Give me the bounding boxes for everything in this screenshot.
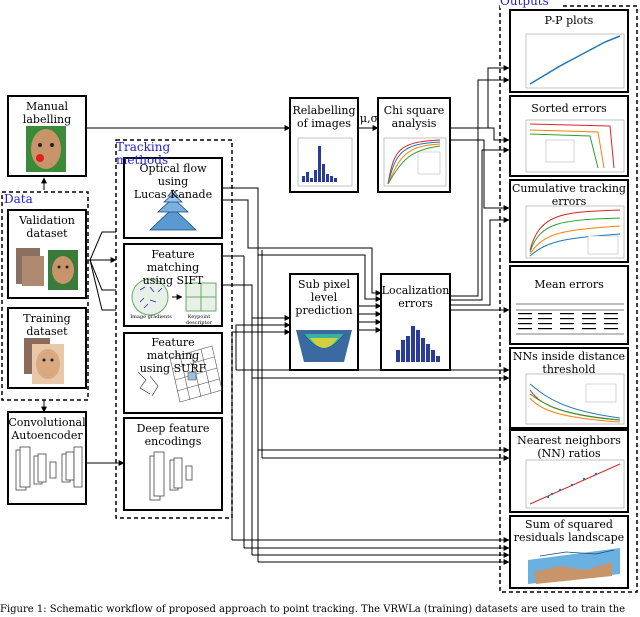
subpixel-line1: Sub pixel (298, 278, 350, 291)
sorted-errors-thumb (525, 119, 625, 173)
sift-sub-label-1: Image gradients (130, 314, 172, 320)
surf-line1: Feature matching (146, 336, 200, 362)
sift-line1: Feature matching (146, 248, 200, 274)
sift-label: Feature matching using SIFT (124, 248, 222, 287)
surf-line2: using SURF (139, 362, 207, 375)
ssr-line1: Sum of squared (525, 518, 613, 531)
deep-feature-line2: encodings (144, 435, 202, 448)
pp-plot-thumb (525, 33, 625, 89)
nn-threshold-thumb (525, 373, 625, 425)
ssr-landscape-thumb (528, 548, 620, 584)
mean-errors-box (509, 265, 629, 345)
training-line2: dataset (26, 325, 68, 338)
subpixel-label: Sub pixel level prediction (290, 278, 358, 317)
nn-ratio-thumb (525, 459, 625, 509)
validation-thumbnails (16, 248, 78, 290)
manual-line1: Manual (25, 100, 69, 113)
cumulative-thumb (525, 205, 625, 259)
validation-line1: Validation (19, 214, 75, 227)
chi-square-curves (383, 137, 447, 187)
cumulative-label: Cumulative tracking errors (510, 182, 628, 208)
face-thumbnail-manual (26, 126, 66, 172)
relabel-label: Relabelling of images (290, 104, 358, 130)
data-group-label: Data (4, 192, 33, 206)
nn-threshold-label: NNs inside distance threshold (510, 350, 628, 376)
data-group (1, 191, 89, 401)
subpixel-line3: prediction (295, 304, 353, 317)
deep-feature-line1: Deep feature (136, 422, 210, 435)
mean-errors-table (516, 303, 624, 335)
subpixel-line2: level (310, 291, 338, 304)
localization-line2: errors (398, 297, 433, 310)
ssr-line2: residuals landscape (513, 531, 625, 544)
nn-ratio-label: Nearest neighbors (NN) ratios (510, 434, 628, 460)
subpixel-surface (296, 330, 352, 362)
sorted-errors-label: Sorted errors (531, 102, 607, 115)
chi-line1: Chi square (383, 104, 445, 117)
nn-threshold-line2: threshold (542, 363, 596, 376)
cae-line1: Convolutional (8, 416, 86, 429)
sift-sub-label-2: Keypoint descriptor (185, 314, 213, 326)
chi-label: Chi square analysis (378, 104, 450, 130)
surf-box (123, 332, 223, 414)
pp-plots-label: P-P plots (544, 14, 594, 27)
optical-flow-line1: Optical flow using (139, 162, 207, 188)
manual-line2: labelling (22, 113, 72, 126)
training-line1: Training (23, 312, 71, 325)
localization-label: Localization errors (381, 284, 450, 310)
mean-errors-label: Mean errors (534, 278, 604, 291)
training-label: Training dataset (8, 312, 86, 338)
outputs-group (499, 5, 638, 593)
optical-flow-label: Optical flow using Lucas Kanade (124, 162, 222, 201)
validation-label: Validation dataset (8, 214, 86, 240)
cae-layers-icon (15, 446, 83, 491)
cumulative-line2: errors (551, 195, 587, 208)
figure-caption: Figure 1: Schematic workflow of proposed… (0, 604, 626, 615)
localization-line1: Localization (381, 284, 450, 297)
pyramid-icon (149, 189, 197, 231)
deep-feature-label: Deep feature encodings (124, 422, 222, 448)
cae-label: Convolutional Autoencoder (4, 416, 90, 442)
surf-label: Feature matching using SURF (124, 336, 222, 375)
deep-feature-icon (149, 451, 193, 501)
manual-label: Manual labelling (8, 100, 86, 126)
localization-box (380, 273, 451, 371)
chi-line2: analysis (391, 117, 437, 130)
sift-line2: using SIFT (142, 274, 204, 287)
ssr-label: Sum of squared residuals landscape (510, 518, 628, 544)
tracking-group-label: Tracking methods (116, 140, 171, 167)
relabel-histogram (297, 137, 353, 187)
nn-ratio-line2: (NN) ratios (537, 447, 601, 460)
tracking-methods-group (115, 139, 233, 519)
sift-gradient-icon (131, 278, 217, 316)
localization-histogram (396, 326, 440, 362)
mu-sigma-label: μ,σ (359, 112, 379, 125)
nn-threshold-line1: NNs inside distance (512, 350, 626, 363)
outputs-group-label: Outputs (500, 0, 560, 8)
cae-line2: Autoencoder (11, 429, 83, 442)
surf-grid-icon (137, 345, 223, 403)
nn-ratio-line1: Nearest neighbors (517, 434, 621, 447)
relabel-line2: of images (297, 117, 351, 130)
optical-flow-line2: Lucas Kanade (133, 188, 213, 201)
relabel-line1: Relabelling (292, 104, 356, 117)
validation-line2: dataset (26, 227, 68, 240)
cumulative-line1: Cumulative tracking (512, 182, 626, 195)
training-thumbnails (24, 338, 64, 384)
